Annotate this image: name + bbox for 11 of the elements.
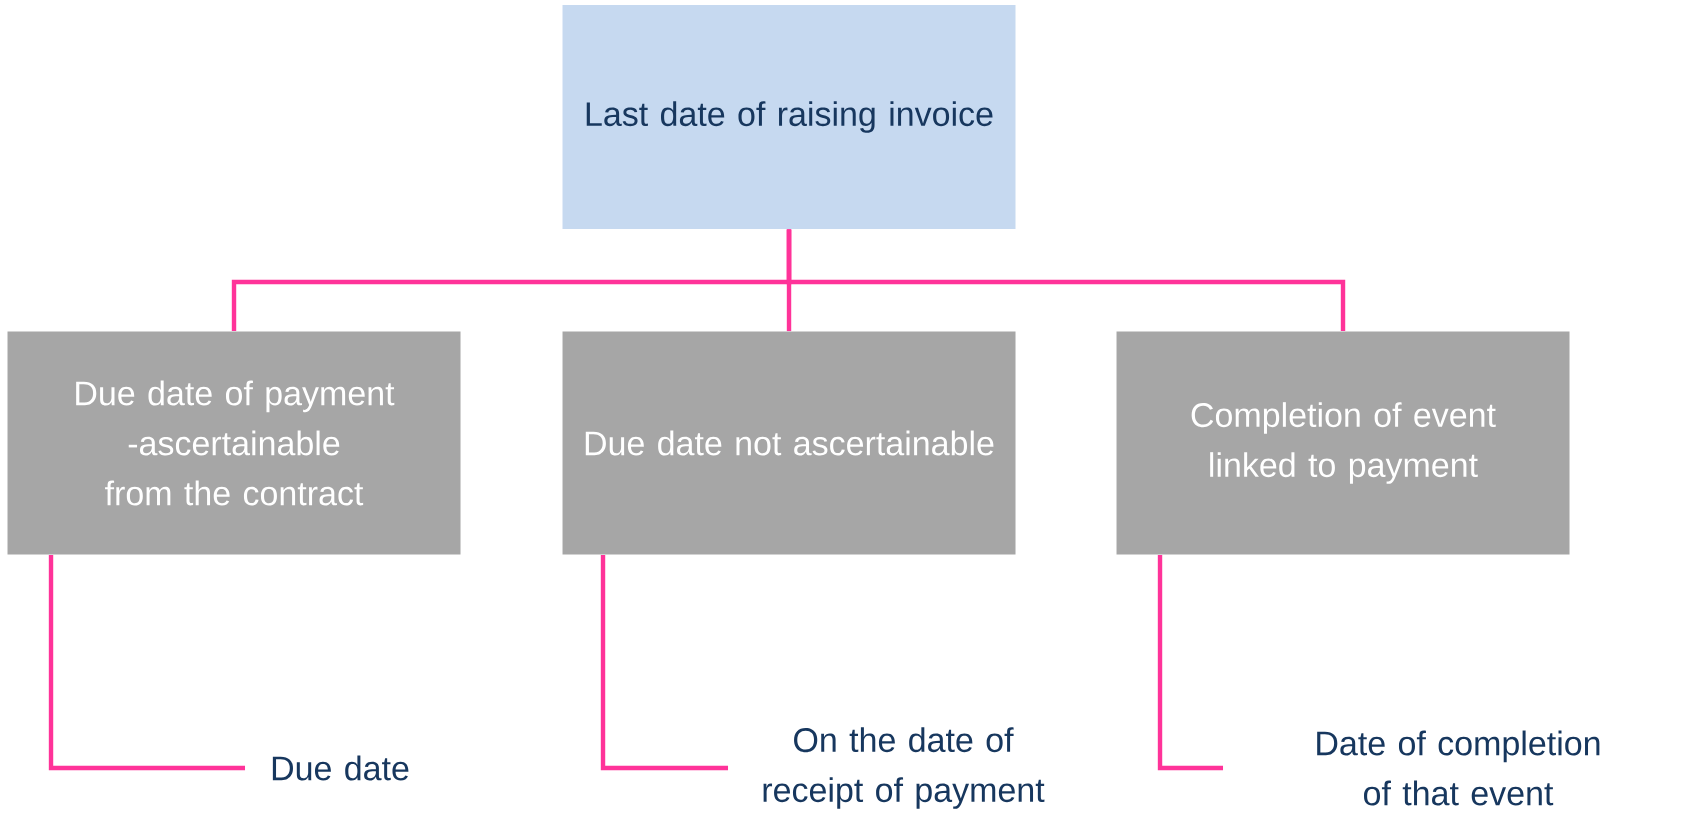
connector-line (786, 229, 1346, 332)
process-box: Completion of event linked to payment (1116, 331, 1570, 555)
process-box: Last date of raising invoice (562, 5, 1016, 229)
connector-line (48, 554, 245, 771)
connector-line (600, 554, 728, 771)
result-text: Date of completion of that event (1317, 730, 1600, 806)
result-text: Due date (272, 755, 409, 781)
process-box: Due date of payment -ascertainable from the contract (7, 331, 461, 555)
result-text: On the date of receipt of payment (763, 727, 1045, 809)
process-box: Due date not ascertainable (562, 331, 1016, 555)
connector-line (1157, 554, 1223, 771)
